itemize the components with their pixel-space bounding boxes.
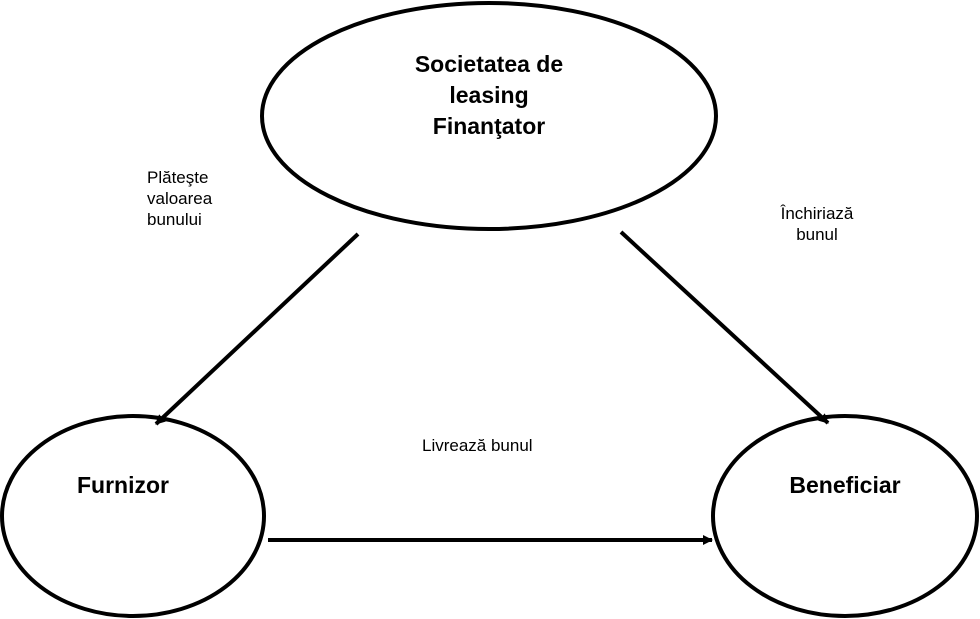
delivers-label: Livrează bunul bbox=[422, 436, 533, 455]
supplier-label: Furnizor bbox=[77, 472, 169, 498]
lessor-node bbox=[260, 1, 718, 231]
arrow-pays bbox=[154, 232, 360, 426]
beneficiary-label: Beneficiar bbox=[789, 472, 901, 498]
beneficiary-node bbox=[711, 414, 979, 618]
lessor-label: Societatea de leasing Finanţator bbox=[414, 51, 564, 139]
leases-label: Închiriază bunul bbox=[780, 204, 854, 244]
arrow-leases bbox=[619, 230, 830, 425]
supplier-node bbox=[0, 414, 266, 618]
pays-label: Plăteşte valoarea bunului bbox=[147, 168, 213, 229]
